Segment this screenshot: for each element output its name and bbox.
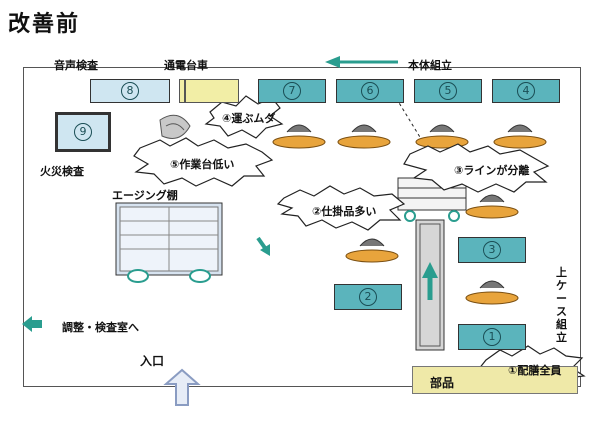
parts-label: 部品	[430, 376, 455, 390]
station-4: 4	[492, 79, 560, 103]
adjust-room-label: 調整・検査室へ	[62, 321, 139, 334]
power-cart-label: 通電台車	[164, 59, 208, 72]
worker-icon	[465, 280, 519, 305]
factory-floor-frame	[23, 67, 581, 387]
burst-shape	[403, 143, 550, 193]
worker-icon	[337, 124, 391, 149]
worker-icon	[415, 124, 469, 149]
parts-box	[412, 366, 578, 394]
station-5: 5	[414, 79, 482, 103]
entrance-arrow	[163, 368, 201, 406]
station-6: 6	[336, 79, 404, 103]
aging-shelf	[115, 202, 223, 283]
worker-icon	[345, 238, 399, 263]
station-2: 2	[334, 284, 402, 310]
conveyor-belt	[415, 219, 445, 351]
problem-1-text: ①配膳全員	[508, 364, 562, 377]
station-9: 9	[55, 112, 111, 152]
page-title: 改善前	[8, 12, 81, 37]
power-cart-divider	[184, 80, 186, 102]
problem-5-text: ⑤作業台低い	[170, 158, 235, 171]
worker-icon	[465, 194, 519, 219]
flow-arrow-left	[325, 56, 398, 68]
adjust-room-arrow	[22, 316, 42, 332]
main-assembly-label: 本体組立	[408, 59, 452, 72]
station-1: 1	[458, 324, 526, 350]
worker-icon-seated	[159, 114, 191, 139]
fire-inspection-label: 火災検査	[40, 165, 84, 178]
station-8: 8	[90, 79, 170, 103]
problem-2-text: ②仕掛品多い	[312, 205, 377, 218]
move-arrow	[256, 236, 270, 256]
upper-case-assembly-label: 上ケース組立	[556, 266, 567, 344]
audio-inspection-label: 音声検査	[54, 59, 98, 72]
worker-icon	[272, 124, 326, 149]
entrance-label: 入口	[140, 354, 165, 368]
station-7: 7	[258, 79, 326, 103]
power-cart	[179, 79, 239, 103]
burst-shape	[133, 137, 274, 187]
burst-shape	[276, 185, 406, 231]
problem-4-text: ④運ぶムダ	[222, 112, 276, 125]
worker-icon	[493, 124, 547, 149]
station-3: 3	[458, 237, 526, 263]
problem-3-text: ③ラインが分離	[454, 164, 530, 177]
burst-shape	[204, 95, 284, 139]
aging-shelf-label: エージング棚	[112, 189, 178, 202]
